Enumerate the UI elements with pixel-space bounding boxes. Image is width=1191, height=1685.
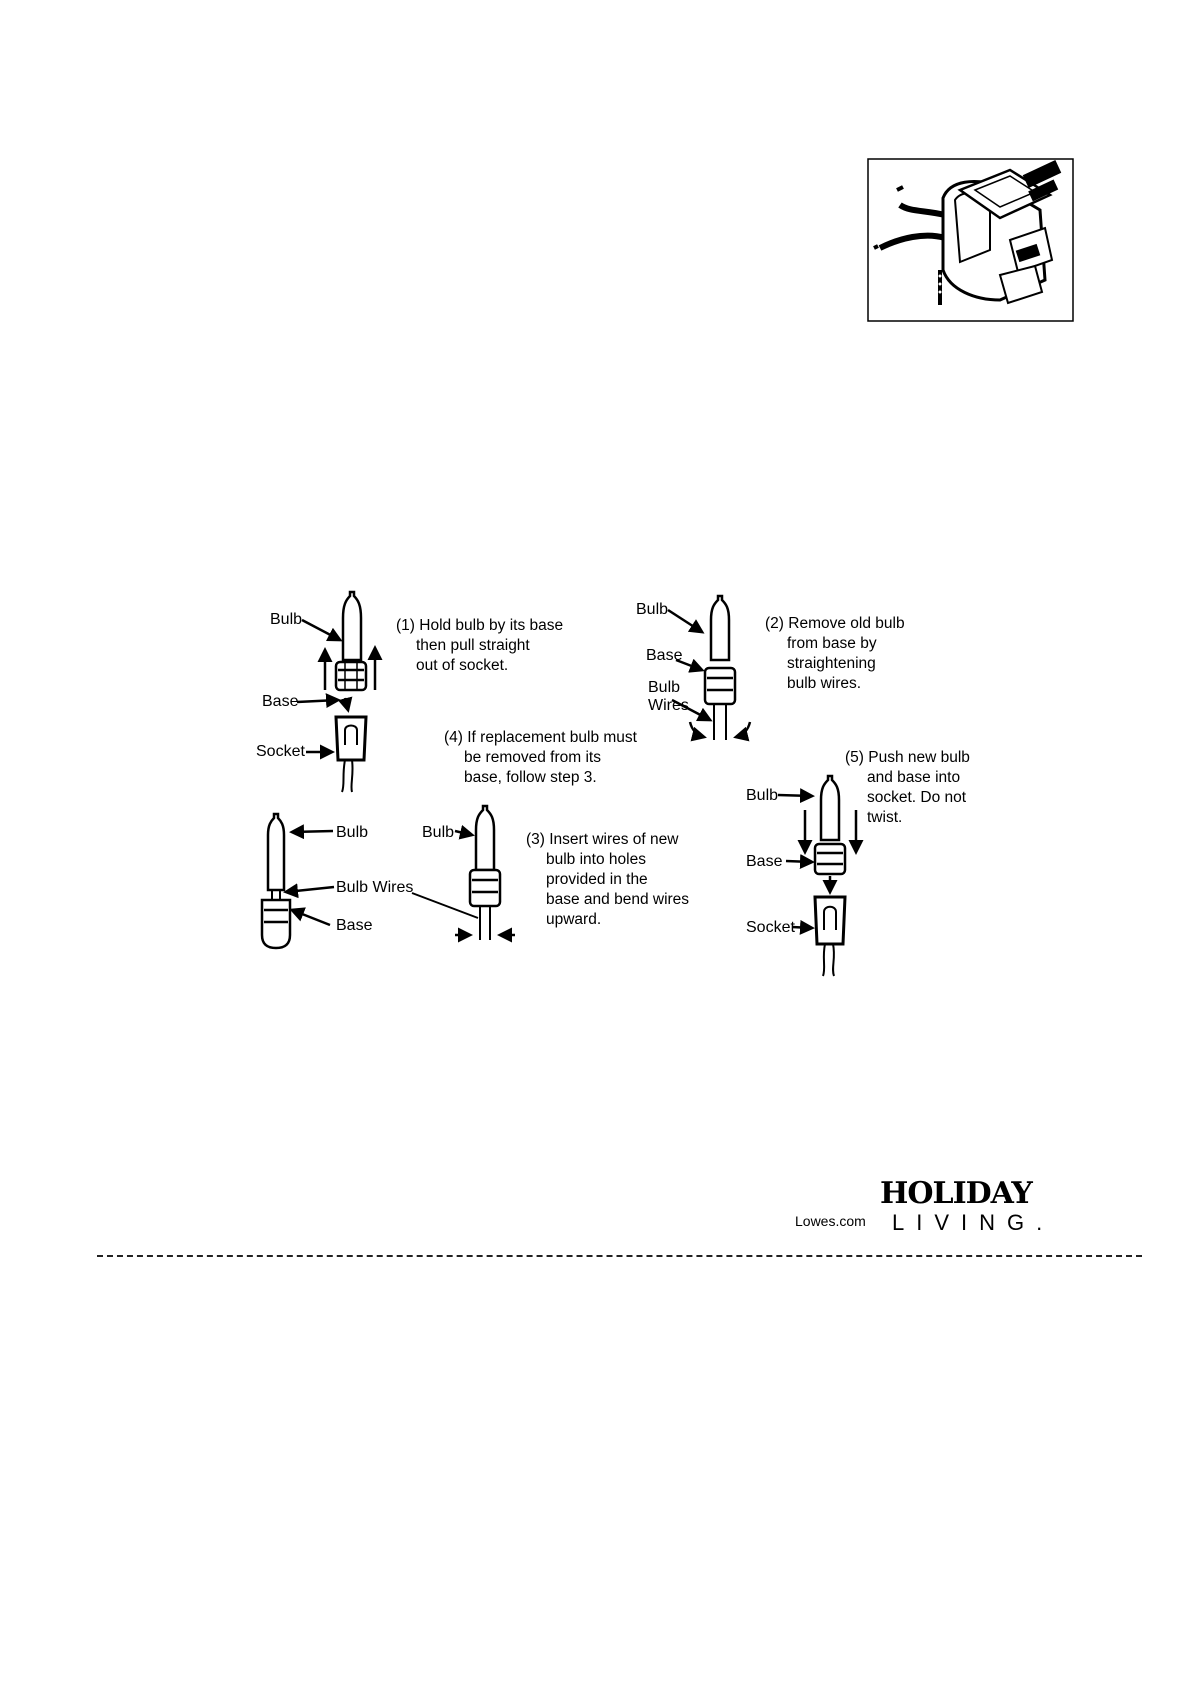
holiday-living-logo-top: HOLIDAY <box>880 1176 1033 1211</box>
label-base-5: Base <box>746 853 783 870</box>
step3-illustration <box>411 804 515 943</box>
arrow-icon <box>675 658 705 673</box>
bulb-replacement-diagram: Bulb Base Socket (1) Hold bulb by its ba… <box>256 590 974 977</box>
step-3-text: (3) Insert wires of new bulb into holes … <box>526 831 693 928</box>
arrow-icon <box>454 824 475 840</box>
arrow-icon <box>733 721 752 742</box>
pointer-line <box>411 892 479 919</box>
arrow-icon <box>671 698 713 722</box>
base-icon <box>468 868 502 908</box>
label-bulb-4: Bulb <box>422 824 454 841</box>
base-icon <box>813 842 847 876</box>
base-icon <box>260 898 292 950</box>
label-socket-5: Socket <box>746 919 795 936</box>
label-bulb-5: Bulb <box>746 787 778 804</box>
fuse-plug-icon <box>867 158 1074 322</box>
step-4-text: (4) If replacement bulb must be removed … <box>444 729 641 786</box>
step-5-text: (5) Push new bulb and base into socket. … <box>845 749 974 826</box>
step5-illustration <box>777 774 864 977</box>
label-base: Base <box>262 693 299 710</box>
label-base-3: Base <box>336 917 373 934</box>
arrow-icon <box>283 883 335 899</box>
label-base-2: Base <box>646 647 683 664</box>
label-bulb-3: Bulb <box>336 824 368 841</box>
bulb-icon <box>474 804 496 872</box>
dashed-cut-line <box>97 1255 1142 1257</box>
arrow-icon <box>688 721 707 742</box>
arrow-icon <box>296 693 341 709</box>
label-bulb-wires-2: Bulb Wires <box>648 679 689 714</box>
arrow-icon <box>301 618 343 642</box>
lowes-website-text: Lowes.com <box>795 1213 866 1229</box>
bulb-icon <box>709 594 731 662</box>
label-bulb: Bulb <box>270 611 302 628</box>
step-2-text: (2) Remove old bulb from base by straigh… <box>765 615 909 692</box>
step-1-text: (1) Hold bulb by its base then pull stra… <box>396 617 567 674</box>
step2-illustration <box>667 594 752 742</box>
arrow-icon <box>337 696 353 713</box>
arrow-icon <box>791 919 815 935</box>
label-bulb-wires-3: Bulb Wires <box>336 879 413 896</box>
arrow-icon <box>289 824 334 840</box>
socket-icon <box>334 715 368 793</box>
fuse-plug-diagram <box>867 158 1074 322</box>
arrow-icon <box>785 854 815 870</box>
step1-illustration <box>296 590 383 793</box>
label-socket: Socket <box>256 743 305 760</box>
arrow-icon <box>777 788 815 804</box>
bulb-parts-illustration <box>260 812 335 950</box>
holiday-living-logo-bottom: LIVING. <box>892 1210 1055 1235</box>
label-bulb-2: Bulb <box>636 601 668 618</box>
base-icon <box>703 666 737 706</box>
bulb-icon <box>819 774 841 842</box>
arrow-icon <box>667 608 705 634</box>
bulb-icon <box>266 812 286 892</box>
socket-icon <box>813 895 847 977</box>
base-icon <box>334 660 368 692</box>
bulb-icon <box>341 590 363 662</box>
arrow-icon <box>289 907 331 927</box>
